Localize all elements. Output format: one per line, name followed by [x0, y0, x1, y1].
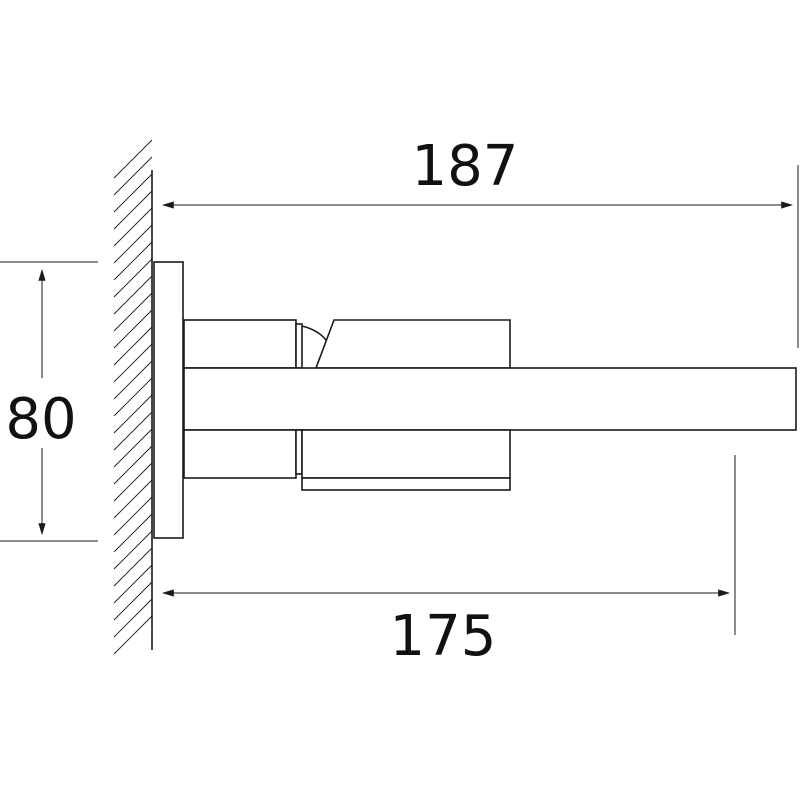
hatch-line [113, 207, 153, 247]
upper-joint-ring [295, 323, 303, 369]
label-backdrop [2, 378, 82, 448]
hatch-line [113, 190, 153, 230]
hatch-line [113, 530, 153, 570]
dimension-label-projection: 175 [390, 604, 497, 669]
hatch-line [113, 598, 153, 638]
hatch-line [113, 547, 153, 587]
spout-arm [183, 367, 797, 431]
hatch-line [113, 224, 153, 264]
lower-cartridge-housing [301, 429, 511, 479]
upper-lever-housing [314, 319, 511, 369]
hatch-line [113, 479, 153, 519]
hatch-line [113, 258, 153, 298]
hatch-line [113, 275, 153, 315]
hatch-line [113, 241, 153, 281]
hatch-line [113, 615, 153, 655]
hatch-line [113, 564, 153, 604]
hatch-line [113, 394, 153, 434]
hatch-line [113, 309, 153, 349]
hatch-line [113, 445, 153, 485]
lower-body-block [183, 429, 297, 479]
hatch-line [113, 581, 153, 621]
hatch-line [113, 173, 153, 213]
hatch-line [113, 343, 153, 383]
wall-plate [153, 261, 184, 539]
hatch-line [113, 139, 153, 179]
dimension-label-plate-height: 80 [5, 387, 76, 452]
hatch-line [113, 411, 153, 451]
hatch-line [113, 428, 153, 468]
hatch-line [113, 462, 153, 502]
lower-cartridge-cap [301, 477, 511, 491]
hatch-line [113, 377, 153, 417]
upper-body-block [183, 319, 297, 369]
lower-joint-ring [295, 429, 303, 475]
hatch-line [113, 292, 153, 332]
hatch-line [113, 326, 153, 366]
hatch-line [113, 496, 153, 536]
dimension-label-overall: 187 [412, 134, 519, 199]
hatch-line [113, 513, 153, 553]
hatch-line [113, 360, 153, 400]
lever-curve [301, 325, 327, 341]
wall-hatching [113, 139, 153, 655]
hatch-line [113, 156, 153, 196]
